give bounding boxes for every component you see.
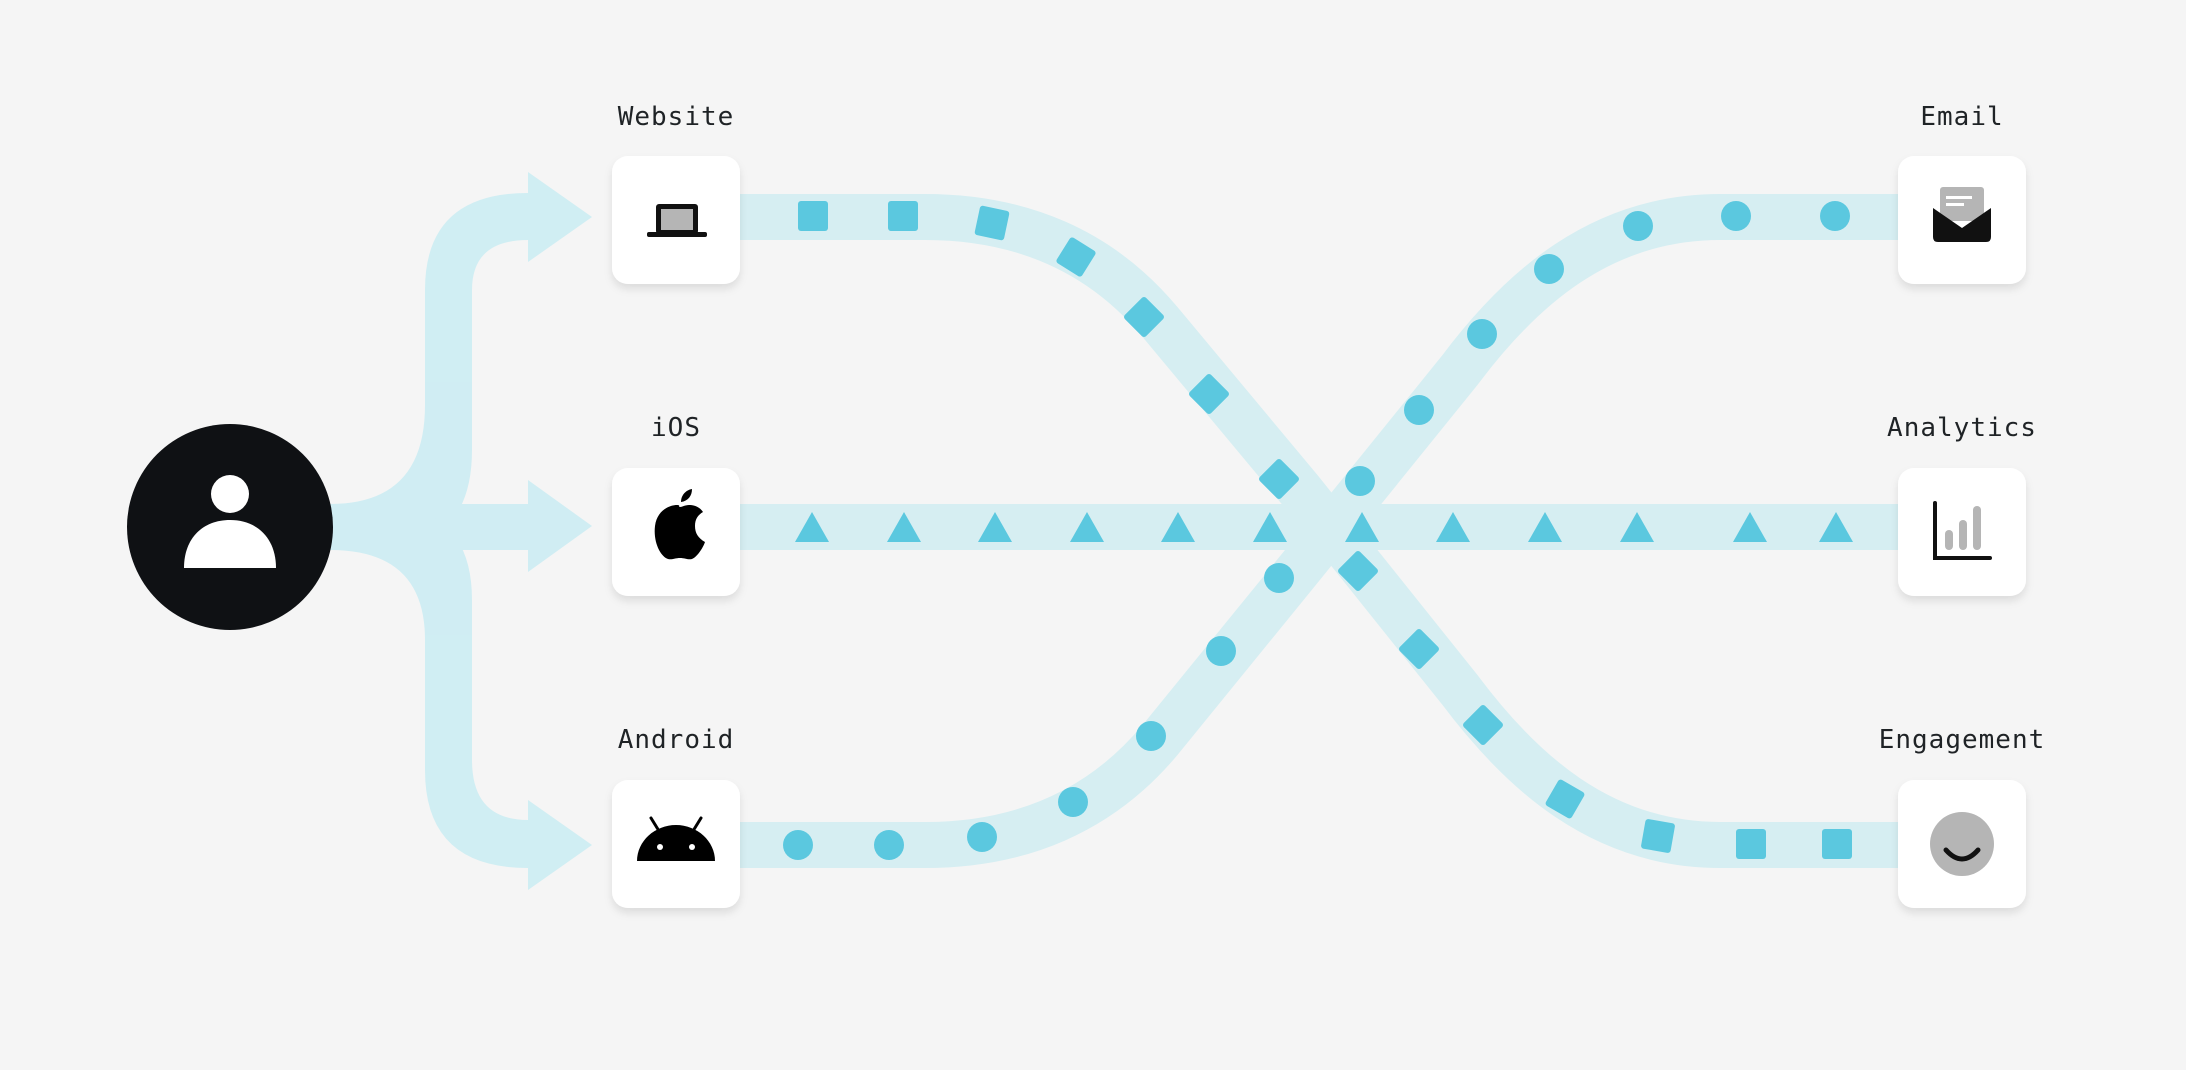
token <box>1056 237 1096 277</box>
token <box>1822 829 1852 859</box>
token <box>1404 395 1434 425</box>
label-engagement: Engagement <box>1878 725 2046 755</box>
label-website: Website <box>617 102 735 132</box>
token <box>1620 512 1654 542</box>
token <box>1733 512 1767 542</box>
label-email: Email <box>1920 102 2004 132</box>
arrow-to-android <box>330 504 592 890</box>
smile-icon <box>1930 812 1994 876</box>
arrow-to-website <box>330 172 592 550</box>
apple-icon <box>654 489 705 560</box>
tokens-triangle <box>795 512 1853 542</box>
band-website-engagement <box>740 194 1898 868</box>
token <box>1136 721 1166 751</box>
token <box>1534 254 1564 284</box>
token <box>1345 512 1379 542</box>
card-engagement[interactable] <box>1898 780 2026 908</box>
token <box>1253 512 1287 542</box>
token <box>1820 201 1850 231</box>
token <box>1528 512 1562 542</box>
token <box>1189 374 1229 414</box>
card-ios[interactable] <box>612 468 740 596</box>
token <box>1623 211 1653 241</box>
token <box>1161 512 1195 542</box>
token <box>978 512 1012 542</box>
label-android: Android <box>617 725 735 755</box>
token <box>798 201 828 231</box>
token <box>888 201 918 231</box>
token <box>1399 629 1439 669</box>
token <box>795 512 829 542</box>
tokens-circle <box>783 201 1850 860</box>
token <box>1819 512 1853 542</box>
card-analytics[interactable] <box>1898 468 2026 596</box>
token <box>1259 459 1299 499</box>
token <box>1641 819 1675 853</box>
token <box>967 822 997 852</box>
token <box>1206 636 1236 666</box>
token <box>887 512 921 542</box>
token <box>1436 512 1470 542</box>
envelope-icon <box>1933 187 1991 242</box>
bar-chart-icon <box>1933 501 1992 560</box>
token <box>1736 829 1766 859</box>
token <box>874 830 904 860</box>
token <box>783 830 813 860</box>
token <box>1338 551 1378 591</box>
laptop-icon <box>647 204 707 237</box>
token <box>1070 512 1104 542</box>
tokens-square <box>798 201 1852 859</box>
user-icon <box>184 475 276 568</box>
token <box>1345 466 1375 496</box>
token <box>974 205 1010 241</box>
token <box>1264 563 1294 593</box>
token <box>1545 779 1585 819</box>
card-website[interactable] <box>612 156 740 284</box>
label-analytics: Analytics <box>1887 413 2037 443</box>
label-ios: iOS <box>651 413 701 443</box>
card-email[interactable] <box>1898 156 2026 284</box>
card-android[interactable] <box>612 780 740 908</box>
token <box>1467 319 1497 349</box>
token <box>1463 705 1503 745</box>
user-node <box>127 424 333 630</box>
token <box>1124 297 1164 337</box>
token <box>1721 201 1751 231</box>
token <box>1058 787 1088 817</box>
android-icon <box>637 816 715 861</box>
